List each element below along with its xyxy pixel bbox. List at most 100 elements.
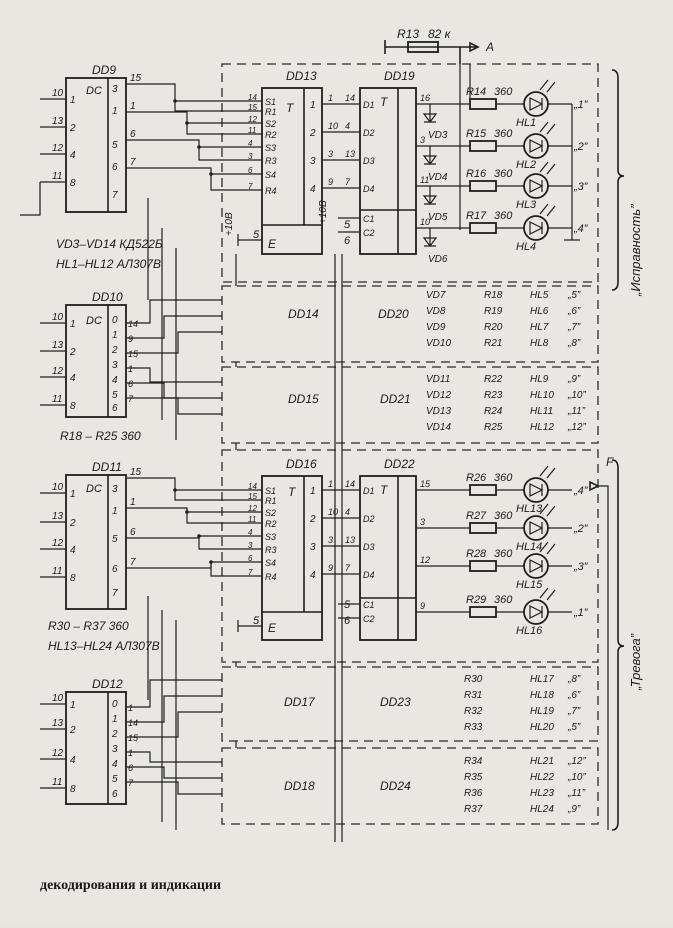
dd16-in-label: R1	[265, 496, 277, 506]
dd16-out-pin: 4	[310, 570, 316, 581]
dd13-e: E	[268, 237, 277, 251]
group4-led	[523, 599, 549, 625]
dd13-clock-wire	[338, 217, 360, 233]
group2-hl: HL7	[530, 322, 549, 333]
group4-pin-num: 9	[420, 601, 425, 611]
group1-pin-num: 11	[420, 175, 429, 185]
group5-r: R32	[464, 706, 483, 717]
dd13-in-label: S1	[265, 97, 276, 107]
group1-vd-label: VD3	[428, 130, 448, 141]
group1-r-name: R14	[466, 86, 486, 98]
group6-r: R36	[464, 788, 483, 799]
group1-r-value: 360	[494, 168, 513, 180]
r13-value: 82 к	[428, 27, 452, 41]
group1-vd-label: VD5	[428, 212, 448, 223]
dd9-junction	[173, 99, 177, 103]
plus10v-2: +10B	[318, 200, 329, 224]
dd13-in-pin: 11	[248, 126, 256, 135]
dd13-in-label: S4	[265, 170, 276, 180]
decoder-0-input-num: 10	[52, 88, 64, 99]
decoder-out-num: 15	[128, 349, 139, 359]
latch-dd19: DD19 T	[359, 69, 417, 255]
group6-r: R37	[464, 804, 483, 815]
dd10-out-pin: 0	[112, 315, 118, 326]
dd16-title: DD16	[286, 457, 317, 471]
dd9-wire	[198, 147, 262, 161]
dd12-out-pin: 0	[112, 699, 118, 710]
group1-digit-label: „4”	[573, 223, 589, 235]
group2-label: „7”	[567, 322, 581, 333]
dd16-out-pin: 3	[310, 542, 316, 553]
label-ok: „Исправность”	[628, 204, 643, 297]
dd12-out-pin: 3	[112, 744, 118, 755]
dd11-wire	[126, 561, 262, 569]
group3-label: „9”	[567, 374, 581, 385]
group1-digit-label: „2”	[573, 141, 589, 153]
group1-supply	[459, 64, 471, 230]
dd18-label: DD18	[284, 779, 315, 793]
group4-led-symbol	[529, 559, 544, 573]
group5-r: R30	[464, 674, 483, 685]
dd9-wire	[126, 167, 262, 175]
group1-resistor	[469, 222, 497, 234]
dd13-in-label: S2	[265, 119, 276, 129]
dd13-in-pin: 15	[248, 103, 257, 112]
group4-hl-label: HL16	[516, 625, 543, 637]
group2-r: R20	[484, 322, 503, 333]
dd13-in-label: R4	[265, 186, 277, 196]
latch-dd22: DD22 T	[359, 457, 417, 641]
dd13-latch-c1: C1	[363, 214, 375, 224]
group1-led	[523, 91, 549, 117]
dd12-out-pin: 1	[112, 714, 118, 725]
group2-vd: VD7	[426, 290, 446, 301]
group4-led-rays	[539, 465, 556, 479]
vertical-bus	[334, 254, 343, 842]
group1-led-rays	[539, 203, 556, 217]
group6-label: „10”	[567, 772, 586, 783]
decoder-1-input-num: 11	[52, 394, 62, 405]
group4-led	[523, 477, 549, 503]
bus-line	[147, 596, 177, 830]
decoder-2-input-weight: 8	[70, 573, 76, 584]
note-hl-types-2: HL13–HL24 АЛ307В	[48, 639, 160, 653]
group3-vd: VD12	[426, 390, 451, 401]
dd9-out-num: 6	[130, 129, 136, 140]
group3-hl: HL10	[530, 390, 554, 401]
dd16-in-label: R3	[265, 545, 277, 555]
group3-r: R25	[484, 422, 503, 433]
group1-led-symbol	[529, 221, 544, 235]
dd13-out-num: 1	[328, 93, 333, 103]
dd13-latch-in-num: 14	[345, 93, 355, 103]
group4-led-rays	[539, 503, 556, 517]
dd16-in-label: R4	[265, 572, 277, 582]
dd11-wire	[174, 490, 262, 501]
dd13-out-pin: 3	[310, 156, 316, 167]
group2-hl: HL8	[530, 338, 549, 349]
group4-r-name: R29	[466, 594, 486, 606]
decoder-out-num: 6	[128, 763, 133, 773]
group4-led-rays	[539, 541, 556, 555]
dd13-in-pin: 7	[248, 182, 253, 191]
dd11-dc: DC	[86, 483, 102, 495]
figure-caption: декодирования и индикации	[40, 878, 222, 893]
group3-r: R23	[484, 390, 503, 401]
group1-diode	[422, 146, 438, 165]
decoder-3-input-weight: 2	[69, 725, 76, 736]
dd19-t: T	[380, 95, 389, 109]
group4-r-value: 360	[494, 548, 513, 560]
dd14-label: DD14	[288, 307, 319, 321]
decoder-0-input-weight: 8	[70, 178, 76, 189]
group4-hl-label: HL13	[516, 503, 543, 515]
e-pin-2: 5	[253, 615, 260, 627]
group6-label: „9”	[567, 804, 581, 815]
group1-common	[564, 104, 580, 241]
group6-label: „11”	[567, 788, 586, 799]
module-2-outline	[221, 285, 599, 363]
dd24-label: DD24	[380, 779, 411, 793]
group5-label: „7”	[567, 706, 581, 717]
dd9-wire	[126, 83, 262, 102]
group5-label: „5”	[567, 722, 581, 733]
dd13-in-pin: 12	[248, 115, 257, 124]
